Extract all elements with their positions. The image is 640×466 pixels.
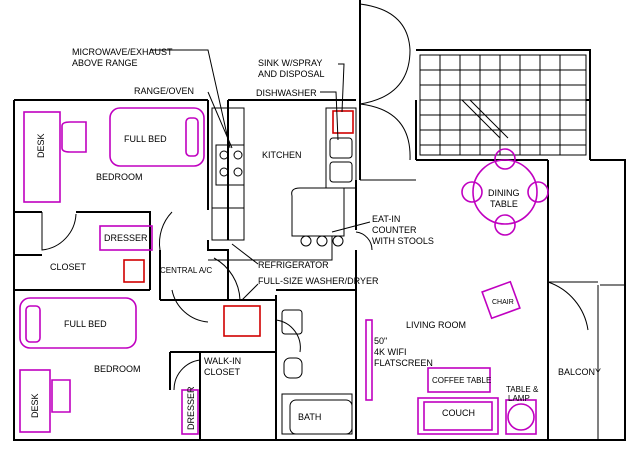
washer-label: FULL-SIZE WASHER/DRYER: [258, 276, 379, 286]
kitchen-label: KITCHEN: [262, 150, 302, 160]
bedroom-bottom-label: BEDROOM: [94, 364, 141, 374]
balcony-label: BALCONY: [558, 367, 601, 377]
eatin-label-2: COUNTER: [372, 225, 417, 235]
full-bed-top-label: FULL BED: [124, 134, 167, 144]
couch-label: COUCH: [442, 408, 475, 418]
bedroom-top: [23, 107, 205, 283]
refrigerator-label: REFRIGERATOR: [258, 260, 329, 270]
microwave-label-2: ABOVE RANGE: [72, 58, 138, 68]
tv-label-2: 4K WIFI: [374, 347, 407, 357]
dishwasher-label: DISHWASHER: [256, 88, 317, 98]
dresser-top-label: DRESSER: [104, 233, 148, 243]
coffee-table-label: COFFEE TABLE: [432, 376, 491, 385]
sink-label: SINK W/SPRAY: [258, 58, 322, 68]
walkin-label-2: CLOSET: [204, 367, 241, 377]
doors: [41, 211, 598, 391]
closet-label: CLOSET: [50, 262, 87, 272]
microwave-label: MICROWAVE/EXHAUST: [72, 47, 173, 57]
bedroom-bottom: [19, 297, 261, 435]
tv-label-3: FLATSCREEN: [374, 358, 433, 368]
dining-label-2: TABLE: [490, 199, 518, 209]
eatin-label-1: EAT-IN: [372, 214, 400, 224]
walkin-label-1: WALK-IN: [204, 356, 241, 366]
dresser-bottom-label: DRESSER: [186, 386, 196, 430]
table-lamp-label-2: LAMP: [508, 394, 530, 403]
text-labels: MICROWAVE/EXHAUST ABOVE RANGE RANGE/OVEN…: [30, 47, 601, 430]
bath-label: BATH: [298, 412, 321, 422]
desk-top-label: DESK: [36, 133, 46, 158]
chair-label: CHAIR: [492, 299, 514, 306]
dining-label-1: DINING: [488, 188, 520, 198]
desk-bottom-label: DESK: [30, 393, 40, 418]
eatin-label-3: WITH STOOLS: [372, 236, 434, 246]
living-room-label: LIVING ROOM: [406, 320, 466, 330]
leader-lines: [150, 49, 371, 301]
tv-label-1: 50": [374, 336, 387, 346]
stairwell: [359, 0, 591, 180]
bedroom-top-label: BEDROOM: [96, 172, 143, 182]
kitchen: [208, 107, 357, 261]
table-lamp-label-1: TABLE &: [506, 385, 539, 394]
living-room: [365, 148, 549, 435]
exterior-walls: [13, 99, 626, 441]
central-ac-label: CENTRAL A/C: [160, 266, 212, 275]
full-bed-bottom-label: FULL BED: [64, 319, 107, 329]
sink-label-2: AND DISPOSAL: [258, 69, 325, 79]
range-label: RANGE/OVEN: [134, 86, 194, 96]
bath: [281, 309, 353, 435]
